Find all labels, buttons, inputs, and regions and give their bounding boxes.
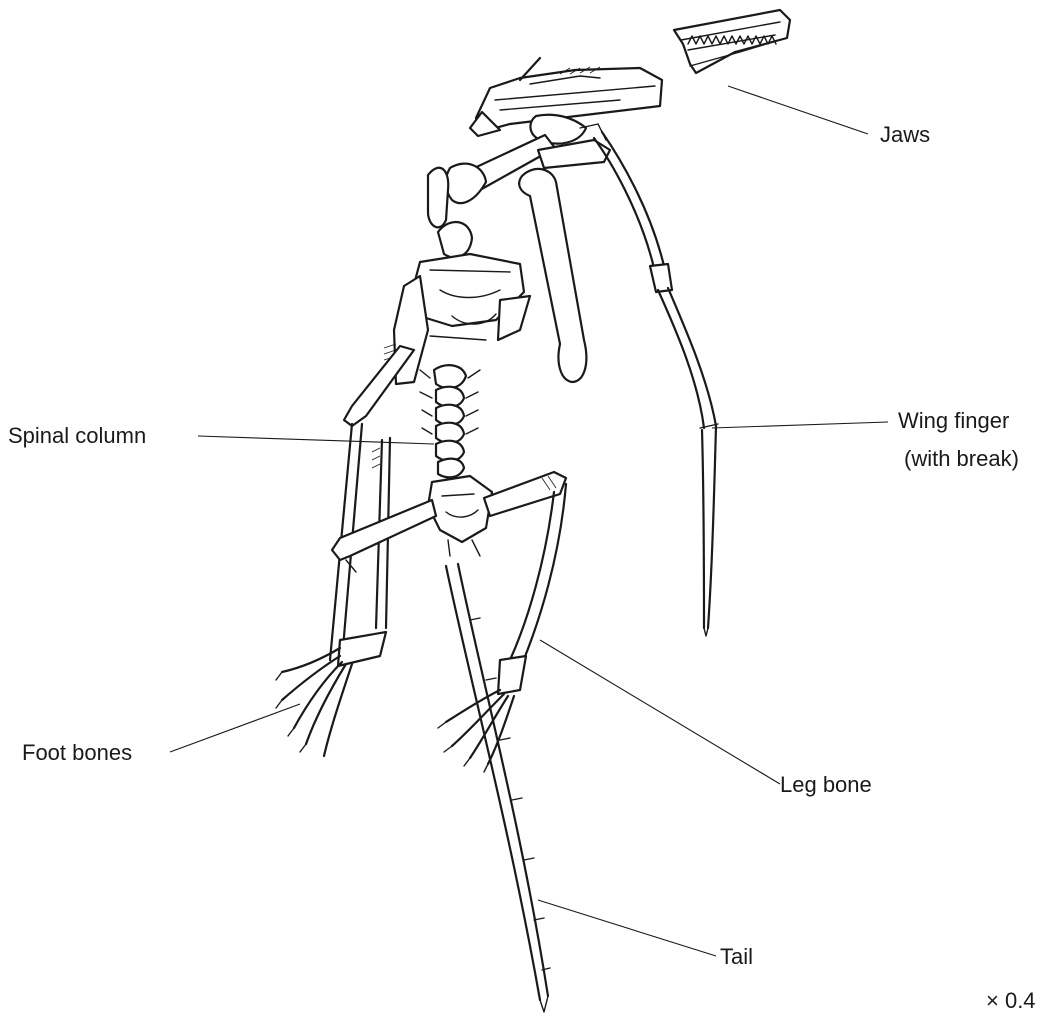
scale-label: × 0.4 xyxy=(986,988,1036,1013)
leader-lines xyxy=(170,86,888,956)
wing-finger-label-line1: Wing finger xyxy=(898,408,1009,433)
wing-finger-label-line2: (with break) xyxy=(904,446,1019,471)
left-femur xyxy=(332,500,436,572)
wing-finger-bone xyxy=(594,132,718,636)
left-arm xyxy=(330,346,414,660)
foot-bones-leader xyxy=(170,704,300,752)
right-arm xyxy=(519,124,610,382)
leg-bone-label: Leg bone xyxy=(780,772,872,797)
leg-bone-leader xyxy=(540,640,780,784)
tail-label: Tail xyxy=(720,944,753,969)
shoulder-girdle xyxy=(384,254,530,384)
foot-bones-label: Foot bones xyxy=(22,740,132,765)
leg-bone xyxy=(498,484,566,694)
jaws-fragment xyxy=(674,10,790,73)
spinal-column-bones xyxy=(420,365,480,477)
wing-finger-leader xyxy=(712,422,888,428)
labels: Jaws Wing finger (with break) Spinal col… xyxy=(8,122,1036,1013)
spinal-column-leader xyxy=(198,436,434,444)
jaws-label: Jaws xyxy=(880,122,930,147)
spinal-column-label: Spinal column xyxy=(8,423,146,448)
tail-leader xyxy=(538,900,716,956)
jaws-leader xyxy=(728,86,868,134)
pelvis xyxy=(428,476,492,556)
